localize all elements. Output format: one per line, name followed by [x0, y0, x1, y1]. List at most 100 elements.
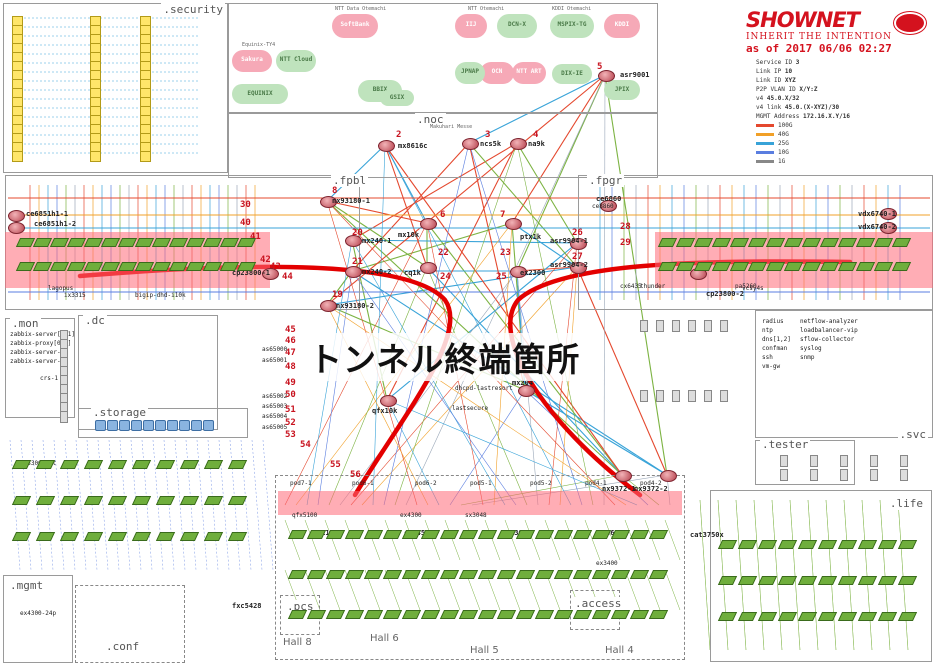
pod-label: pod7-1 — [290, 480, 312, 487]
router-label: asr9904-2 — [550, 261, 588, 269]
service-id-number: 28 — [620, 222, 631, 232]
shownet-logo-icon — [894, 12, 926, 34]
network-link — [386, 399, 440, 506]
service-label: loadbalancer-vip — [800, 327, 858, 334]
service-label: sflow-collector — [800, 336, 855, 343]
service-id-number: 55 — [330, 460, 341, 470]
service-id-number: 24 — [440, 272, 451, 282]
zone-tester-label: .tester — [760, 438, 811, 451]
storage-icon — [191, 420, 202, 431]
server-icon — [780, 469, 788, 481]
service-label: radius — [762, 318, 784, 325]
service-id-number: 6 — [440, 210, 446, 220]
service-label: dns[1,2] — [762, 336, 791, 343]
router-label: ce6851h1-2 — [34, 220, 77, 228]
network-link — [326, 266, 578, 306]
network-link — [825, 499, 837, 651]
server-icon — [810, 469, 818, 481]
zone-clouds — [228, 3, 658, 113]
brand-name: SHOWNET — [746, 8, 860, 32]
router-label: cp23800-1 — [232, 269, 270, 277]
zone-mon-label: .mon — [10, 317, 41, 330]
legend-speed-label: 25G — [778, 140, 789, 147]
cloud-dcnx: DCN-X — [497, 14, 537, 38]
legend-row: v4 45.0.X/32 — [756, 95, 800, 102]
router-icon — [570, 262, 587, 274]
site-label: KDDI Otemachi — [552, 6, 592, 12]
service-id-number: 23 — [500, 248, 511, 258]
router-icon — [518, 385, 535, 397]
cloud-kddi: KDDI — [604, 14, 640, 38]
router-icon — [462, 138, 479, 150]
network-link — [861, 499, 873, 651]
asn-label: as65004 — [262, 413, 288, 420]
node-label: fxc5428 — [232, 602, 262, 610]
service-label: netflow-analyzer — [800, 318, 858, 325]
brand-tagline: INHERIT THE INTENTION — [746, 32, 893, 42]
legend-row: MGMT Address 172.16.X.Y/16 — [756, 113, 850, 120]
network-link — [449, 389, 526, 506]
pods-tunnel-band — [278, 491, 682, 515]
network-link — [262, 439, 274, 571]
pod-label: pod5-2 — [530, 480, 552, 487]
storage-icon — [179, 420, 190, 431]
network-link — [511, 222, 578, 268]
zone-storage: .storage — [78, 406, 248, 438]
node-label: lastsecure — [452, 405, 489, 412]
network-link — [644, 519, 661, 561]
network-link — [603, 74, 606, 506]
node-label: cat3750x — [690, 531, 724, 539]
router-label: nx93180-1 — [332, 197, 370, 205]
network-link — [524, 389, 668, 476]
network-link — [516, 142, 578, 244]
service-id-number: 30 — [240, 200, 251, 210]
network-link — [699, 499, 711, 651]
router-icon — [510, 138, 527, 150]
storage-icon — [107, 420, 118, 431]
service-id-number: 44 — [282, 272, 293, 282]
legend-speed-row: 10G — [756, 148, 932, 157]
network-link — [364, 519, 381, 561]
asn-label: as65002 — [262, 393, 288, 400]
service-id-number: 4 — [533, 130, 539, 140]
service-label: zabbix-proxy[0,1] — [10, 340, 72, 347]
pod-label: pod4-2 — [640, 480, 662, 487]
zone-pods — [275, 475, 685, 660]
network-link — [196, 439, 208, 571]
network-link — [771, 499, 783, 651]
service-id-number: 52 — [285, 418, 296, 428]
service-id-number: 56 — [350, 470, 361, 480]
zone-pcs-label: .pcs — [285, 600, 316, 613]
cloud-sakura: Sakura — [232, 50, 272, 72]
network-link — [351, 142, 470, 272]
network-link — [304, 519, 321, 561]
service-id-number: 40 — [240, 218, 251, 228]
service-label: snmp — [800, 354, 815, 361]
network-link — [624, 569, 641, 611]
hall-label: Hall 6 — [370, 633, 399, 644]
router-icon — [880, 222, 897, 234]
network-link — [664, 569, 681, 611]
router-label: mx10k — [398, 231, 420, 239]
service-id-number: 50 — [285, 390, 296, 400]
service-id-number: 2 — [396, 130, 402, 140]
network-link — [351, 142, 518, 241]
network-link — [386, 399, 638, 506]
router-label: ce6851h1-1 — [26, 210, 69, 218]
node-label: ex4300 — [400, 512, 422, 519]
router-icon — [345, 266, 362, 278]
network-link — [807, 499, 819, 651]
server-icon — [720, 390, 728, 402]
router-label: mx240-2 — [362, 268, 392, 276]
network-link — [405, 74, 606, 506]
security-appliance-icon — [90, 151, 101, 162]
network-link — [324, 519, 341, 561]
pod-label: pod5-1 — [470, 480, 492, 487]
storage-icon — [131, 420, 142, 431]
node-label: vcsy4s — [742, 285, 764, 292]
service-id-number: 41 — [250, 232, 261, 242]
legend-swatch — [756, 142, 774, 145]
server-icon — [870, 469, 878, 481]
node-label: cx6435 — [620, 283, 642, 290]
node-label: bigip-dhd-i10k — [135, 292, 186, 299]
